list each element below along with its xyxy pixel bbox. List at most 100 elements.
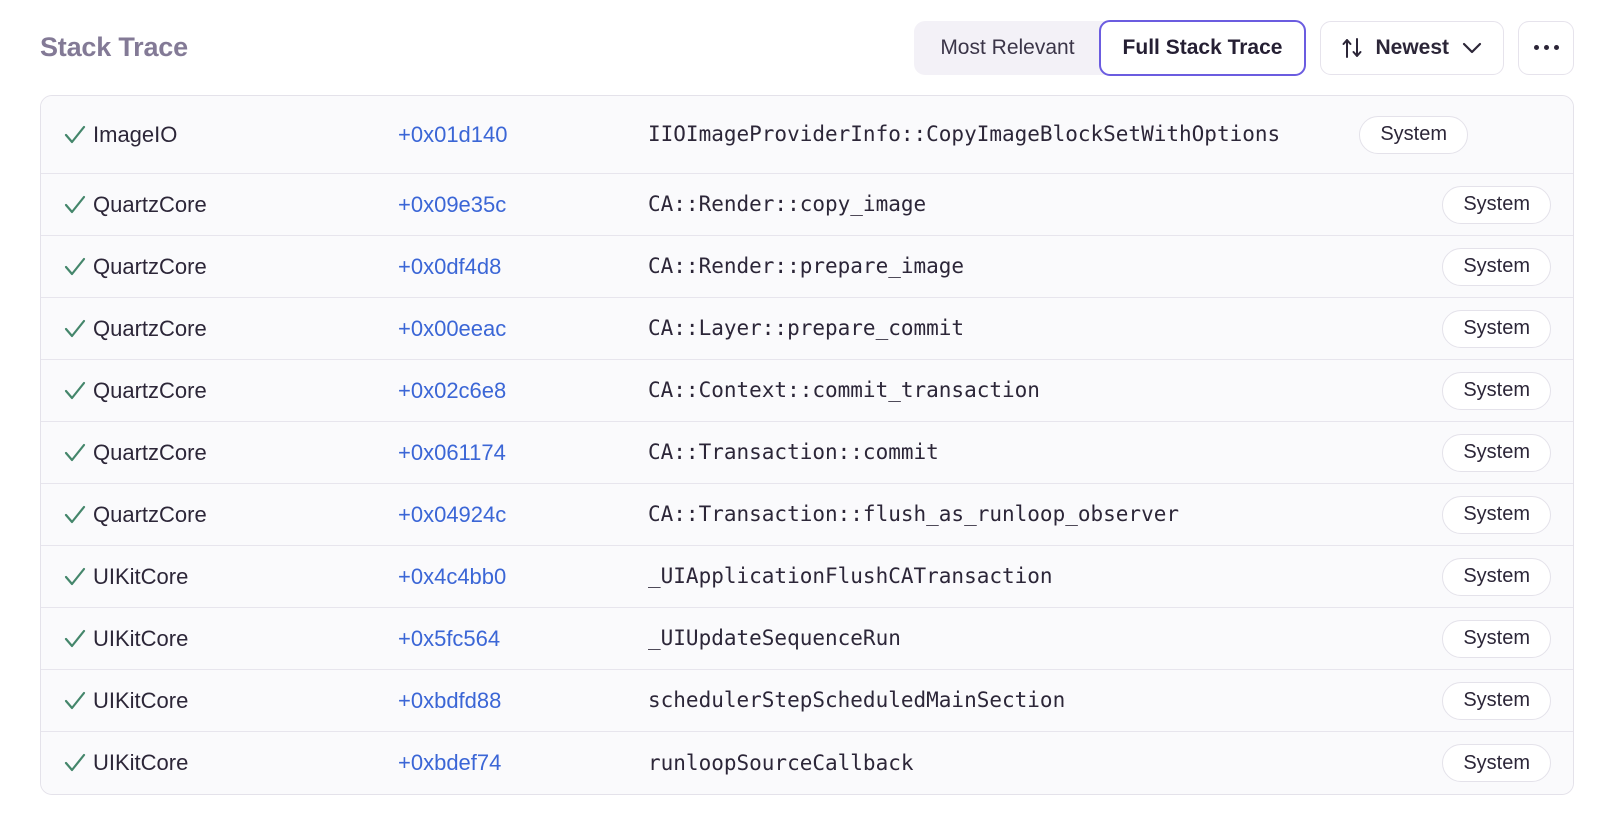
frame-offset[interactable]: +0x02c6e8 [398, 377, 507, 403]
status-badge: System [1442, 557, 1551, 596]
frame-offset[interactable]: +0x01d140 [398, 121, 508, 147]
frame-checkbox[interactable] [41, 122, 93, 148]
frame-badge-cell: System [1338, 115, 1468, 154]
stack-frame-row[interactable]: QuartzCore +0x061174 CA::Transaction::comm… [41, 422, 1573, 484]
frame-offset[interactable]: +0xbdef74 [398, 750, 502, 775]
frame-function-name: CA::Render::prepare_image [648, 254, 965, 279]
status-badge: System [1442, 309, 1551, 348]
frame-function-name: schedulerStepScheduledMainSection [648, 688, 1066, 713]
status-badge: System [1442, 619, 1551, 658]
check-icon [62, 564, 88, 590]
frame-module: UIKitCore [93, 750, 189, 775]
check-icon [62, 192, 88, 218]
frame-offset[interactable]: +0x4c4bb0 [398, 563, 507, 589]
frame-module: ImageIO [93, 121, 178, 147]
status-badge: System [1442, 247, 1551, 286]
frame-badge-cell: System [1421, 433, 1551, 472]
chevron-down-icon [1461, 41, 1483, 55]
frame-checkbox[interactable] [41, 192, 93, 218]
check-icon [62, 750, 88, 776]
frame-checkbox[interactable] [41, 254, 93, 280]
status-badge: System [1442, 495, 1551, 534]
frame-module: QuartzCore [93, 501, 207, 527]
sort-button[interactable]: Newest [1320, 20, 1504, 75]
frame-module: QuartzCore [93, 377, 207, 403]
frame-module: UIKitCore [93, 563, 189, 589]
stack-frame-row[interactable]: QuartzCore +0x0df4d8 CA::Render::prepare_i… [41, 236, 1573, 298]
status-badge: System [1359, 115, 1468, 154]
ellipsis-icon [1553, 45, 1559, 50]
frame-offset[interactable]: +0xbdfd88 [398, 687, 502, 713]
frame-checkbox[interactable] [41, 440, 93, 466]
frame-offset[interactable]: +0x09e35c [398, 191, 507, 217]
frame-module: QuartzCore [93, 439, 207, 465]
status-badge: System [1442, 185, 1551, 224]
frame-checkbox[interactable] [41, 502, 93, 528]
frame-badge-cell: System [1421, 371, 1551, 410]
header-controls: Most Relevant Full Stack Trace Newest [914, 19, 1574, 76]
frame-function-name: _UIApplicationFlushCATransaction [648, 564, 1053, 589]
stack-frame-row[interactable]: QuartzCore +0x09e35c CA::Render::copy_imag… [41, 174, 1573, 236]
frame-module: UIKitCore [93, 687, 189, 713]
tab-most-relevant[interactable]: Most Relevant [940, 35, 1075, 59]
frame-offset[interactable]: +0x04924c [398, 501, 507, 527]
stack-trace-header: Stack Trace Most Relevant Full Stack Tra… [0, 0, 1614, 95]
frame-badge-cell: System [1421, 744, 1551, 782]
frame-module: QuartzCore [93, 315, 207, 341]
check-icon [62, 122, 88, 148]
stack-frame-row[interactable]: QuartzCore +0x00eeac CA::Layer::prepare_co… [41, 298, 1573, 360]
stack-frames-list: ImageIO +0x01d140 IIOImageProviderInfo::Co… [40, 95, 1574, 795]
check-icon [62, 254, 88, 280]
check-icon [62, 688, 88, 714]
check-icon [62, 316, 88, 342]
frame-function-name: CA::Transaction::flush_as_runloop_observ… [648, 502, 1180, 527]
frame-function-name: CA::Render::copy_image [648, 192, 927, 217]
tab-full-stack-trace[interactable]: Full Stack Trace [1098, 19, 1307, 76]
frame-checkbox[interactable] [41, 688, 93, 714]
frame-checkbox[interactable] [41, 378, 93, 404]
frame-offset[interactable]: +0x5fc564 [398, 625, 501, 651]
frame-offset[interactable]: +0x00eeac [398, 315, 507, 341]
stack-frame-row[interactable]: UIKitCore +0x4c4bb0 _UIApplicationFlushCAT… [41, 546, 1573, 608]
frame-checkbox[interactable] [41, 626, 93, 652]
check-icon [62, 502, 88, 528]
stack-frame-row[interactable]: QuartzCore +0x02c6e8 CA::Context::commit_t… [41, 360, 1573, 422]
stack-trace-mode-segmented-control[interactable]: Most Relevant Full Stack Trace [914, 19, 1307, 76]
stack-frame-row[interactable]: QuartzCore +0x04924c CA::Transaction::flus… [41, 484, 1573, 546]
frame-function-name: CA::Transaction::commit [648, 440, 939, 465]
frame-checkbox[interactable] [41, 564, 93, 590]
stack-frame-row[interactable]: ImageIO +0x01d140 IIOImageProviderInfo::Co… [41, 96, 1573, 174]
frame-module: QuartzCore [93, 191, 207, 217]
frame-module: UIKitCore [93, 625, 189, 651]
frame-function-name: CA::Layer::prepare_commit [648, 316, 965, 341]
frame-function-name: CA::Context::commit_transaction [648, 378, 1040, 403]
stack-frame-row[interactable]: UIKitCore +0xbdfd88 schedulerStepScheduled… [41, 670, 1573, 732]
frame-offset[interactable]: +0x061174 [398, 439, 506, 465]
sort-button-label: Newest [1375, 35, 1449, 59]
check-icon [62, 440, 88, 466]
frame-badge-cell: System [1421, 309, 1551, 348]
frame-badge-cell: System [1421, 185, 1551, 224]
check-icon [62, 378, 88, 404]
frame-badge-cell: System [1421, 681, 1551, 720]
ellipsis-icon [1533, 45, 1539, 50]
frame-badge-cell: System [1421, 495, 1551, 534]
page-title: Stack Trace [40, 32, 188, 62]
status-badge: System [1442, 433, 1551, 472]
status-badge: System [1442, 681, 1551, 720]
status-badge: System [1442, 744, 1551, 782]
frame-badge-cell: System [1421, 619, 1551, 658]
frame-badge-cell: System [1421, 247, 1551, 286]
frame-module: QuartzCore [93, 253, 207, 279]
stack-frame-row[interactable]: UIKitCore +0xbdef74 runloopSourceCallback S… [41, 732, 1573, 794]
frame-offset[interactable]: +0x0df4d8 [398, 253, 502, 279]
frame-checkbox[interactable] [41, 316, 93, 342]
frame-function-name: IIOImageProviderInfo::CopyImageBlockSetW… [648, 122, 1281, 147]
frame-function-name: runloopSourceCallback [648, 750, 914, 775]
frame-badge-cell: System [1421, 557, 1551, 596]
sort-arrows-icon [1341, 36, 1363, 60]
frame-checkbox[interactable] [41, 750, 93, 776]
more-options-button[interactable] [1518, 20, 1574, 75]
